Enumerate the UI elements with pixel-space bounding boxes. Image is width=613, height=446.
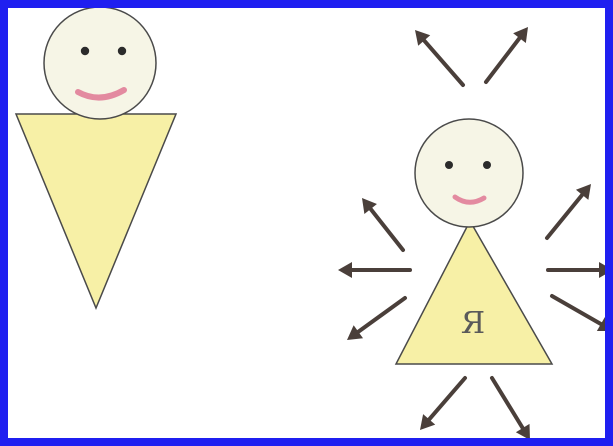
figure-left-body xyxy=(16,114,176,308)
figure-left xyxy=(16,7,176,308)
arrow-shaft xyxy=(486,38,520,82)
arrow-shaft xyxy=(371,209,403,250)
arrow-shaft xyxy=(424,41,463,85)
arrow-4 xyxy=(547,184,591,238)
figure-left-eye-left xyxy=(81,47,89,55)
arrow-head xyxy=(338,262,352,278)
figure-left-eye-right xyxy=(118,47,126,55)
arrow-shaft xyxy=(552,296,601,324)
figure-left-head xyxy=(44,7,156,119)
arrow-shaft xyxy=(358,298,405,332)
arrow-7 xyxy=(347,298,405,340)
arrow-shaft xyxy=(547,195,582,238)
figure-right-eye-right xyxy=(483,161,491,169)
arrow-head xyxy=(347,325,363,340)
arrow-2 xyxy=(486,27,528,82)
figure-right-head xyxy=(415,119,523,227)
arrow-3 xyxy=(362,198,403,250)
arrow-9 xyxy=(420,378,465,430)
arrow-10 xyxy=(492,378,530,440)
arrow-shaft xyxy=(429,378,465,419)
figure-right-label: Я xyxy=(461,306,485,341)
arrow-1 xyxy=(415,30,463,85)
figure-right-body xyxy=(396,221,552,364)
arrow-6 xyxy=(548,262,613,278)
figure-right: Я xyxy=(396,119,552,364)
arrow-shaft xyxy=(492,378,523,428)
figure-right-eye-left xyxy=(445,161,453,169)
arrow-8 xyxy=(552,296,613,331)
arrow-5 xyxy=(338,262,410,278)
